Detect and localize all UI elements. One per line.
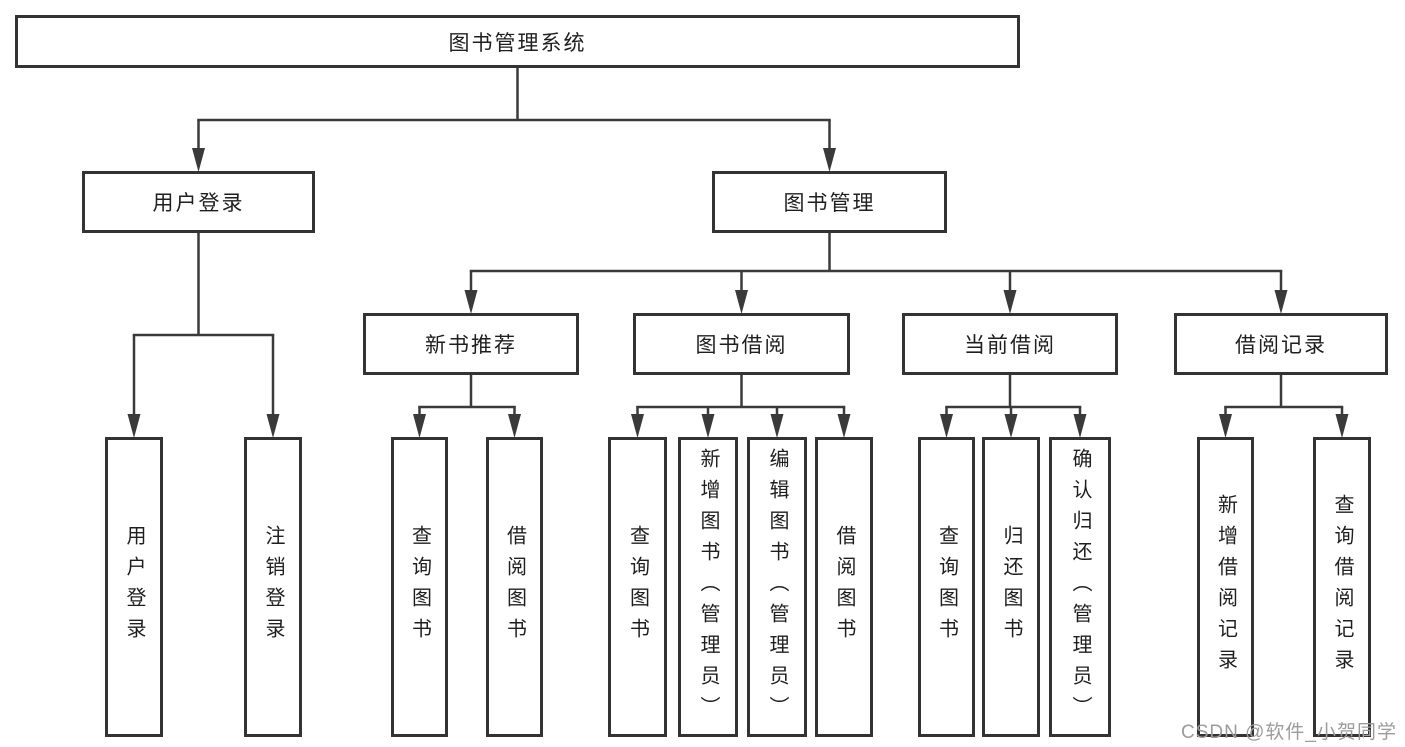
node-v-add-book: 新增图书（管理员） bbox=[678, 437, 738, 737]
node-v-confirm-return: 确认归还（管理员） bbox=[1049, 437, 1111, 737]
node-root: 图书管理系统 bbox=[15, 15, 1020, 68]
arrowhead-icon bbox=[1219, 414, 1232, 438]
arrowhead-icon bbox=[1274, 290, 1288, 314]
node-label-v-query-book-2: 查询图书 bbox=[626, 525, 649, 649]
arrowhead-icon bbox=[837, 414, 851, 438]
node-label-book-mgmt: 图书管理 bbox=[783, 192, 876, 215]
node-label-v-borrow-book-2: 借阅图书 bbox=[833, 525, 855, 649]
arrowhead-icon bbox=[770, 414, 784, 438]
arrowhead-icon bbox=[127, 414, 141, 438]
watermark: CSDN @软件_小贺同学 bbox=[1181, 722, 1397, 743]
node-v-return-book: 归还图书 bbox=[982, 437, 1040, 737]
arrowhead-icon bbox=[464, 290, 478, 314]
node-v-logout: 注销登录 bbox=[244, 437, 302, 737]
node-label-v-query-book-1: 查询图书 bbox=[408, 525, 431, 649]
node-v-borrow-book-2: 借阅图书 bbox=[815, 437, 873, 737]
node-label-v-confirm-return: 确认归还（管理员） bbox=[1069, 447, 1091, 727]
arrowhead-icon bbox=[508, 414, 521, 438]
node-label-root: 图书管理系统 bbox=[448, 31, 587, 55]
node-v-query-book-1: 查询图书 bbox=[391, 437, 448, 737]
node-borrow-record: 借阅记录 bbox=[1174, 313, 1388, 375]
arrowhead-icon bbox=[701, 414, 715, 438]
arrowhead-icon bbox=[192, 148, 205, 172]
arrowhead-icon bbox=[1073, 414, 1087, 438]
node-label-borrow-record: 借阅记录 bbox=[1235, 334, 1327, 357]
node-v-query-book-3: 查询图书 bbox=[918, 437, 975, 737]
node-label-v-query-book-3: 查询图书 bbox=[935, 525, 958, 649]
node-v-query-borrow-record: 查询借阅记录 bbox=[1313, 437, 1371, 737]
node-user-login: 用户登录 bbox=[82, 171, 315, 233]
arrowhead-icon bbox=[1004, 414, 1018, 438]
arrowhead-icon bbox=[413, 414, 426, 438]
node-label-v-user-login: 用户登录 bbox=[123, 525, 145, 649]
node-label-new-book-rec: 新书推荐 bbox=[425, 334, 517, 357]
node-label-v-logout: 注销登录 bbox=[262, 525, 284, 649]
arrowhead-icon bbox=[1335, 414, 1349, 438]
node-v-edit-book: 编辑图书（管理员） bbox=[747, 437, 807, 737]
node-label-v-add-borrow-record: 新增借阅记录 bbox=[1214, 494, 1237, 680]
node-new-book-rec: 新书推荐 bbox=[363, 313, 579, 375]
node-label-v-return-book: 归还图书 bbox=[1000, 525, 1022, 649]
arrowhead-icon bbox=[940, 414, 953, 438]
node-v-add-borrow-record: 新增借阅记录 bbox=[1197, 437, 1254, 737]
node-book-mgmt: 图书管理 bbox=[712, 171, 947, 233]
node-label-book-borrow: 图书借阅 bbox=[695, 334, 788, 357]
node-label-current-borrow: 当前借阅 bbox=[964, 334, 1056, 357]
node-book-borrow: 图书借阅 bbox=[633, 313, 850, 375]
node-label-v-borrow-book-1: 借阅图书 bbox=[503, 525, 526, 649]
node-label-v-add-book: 新增图书（管理员） bbox=[697, 447, 719, 727]
arrowhead-icon bbox=[1003, 290, 1017, 314]
node-v-borrow-book-1: 借阅图书 bbox=[486, 437, 543, 737]
node-label-user-login: 用户登录 bbox=[152, 192, 245, 215]
node-v-query-book-2: 查询图书 bbox=[608, 437, 667, 737]
node-label-v-edit-book: 编辑图书（管理员） bbox=[766, 447, 788, 727]
arrowhead-icon bbox=[266, 414, 280, 438]
arrowhead-icon bbox=[735, 290, 748, 314]
arrowhead-icon bbox=[823, 148, 836, 172]
arrowhead-icon bbox=[631, 414, 644, 438]
node-label-v-query-borrow-record: 查询借阅记录 bbox=[1331, 494, 1353, 680]
node-current-borrow: 当前借阅 bbox=[902, 313, 1118, 375]
node-v-user-login: 用户登录 bbox=[105, 437, 163, 737]
